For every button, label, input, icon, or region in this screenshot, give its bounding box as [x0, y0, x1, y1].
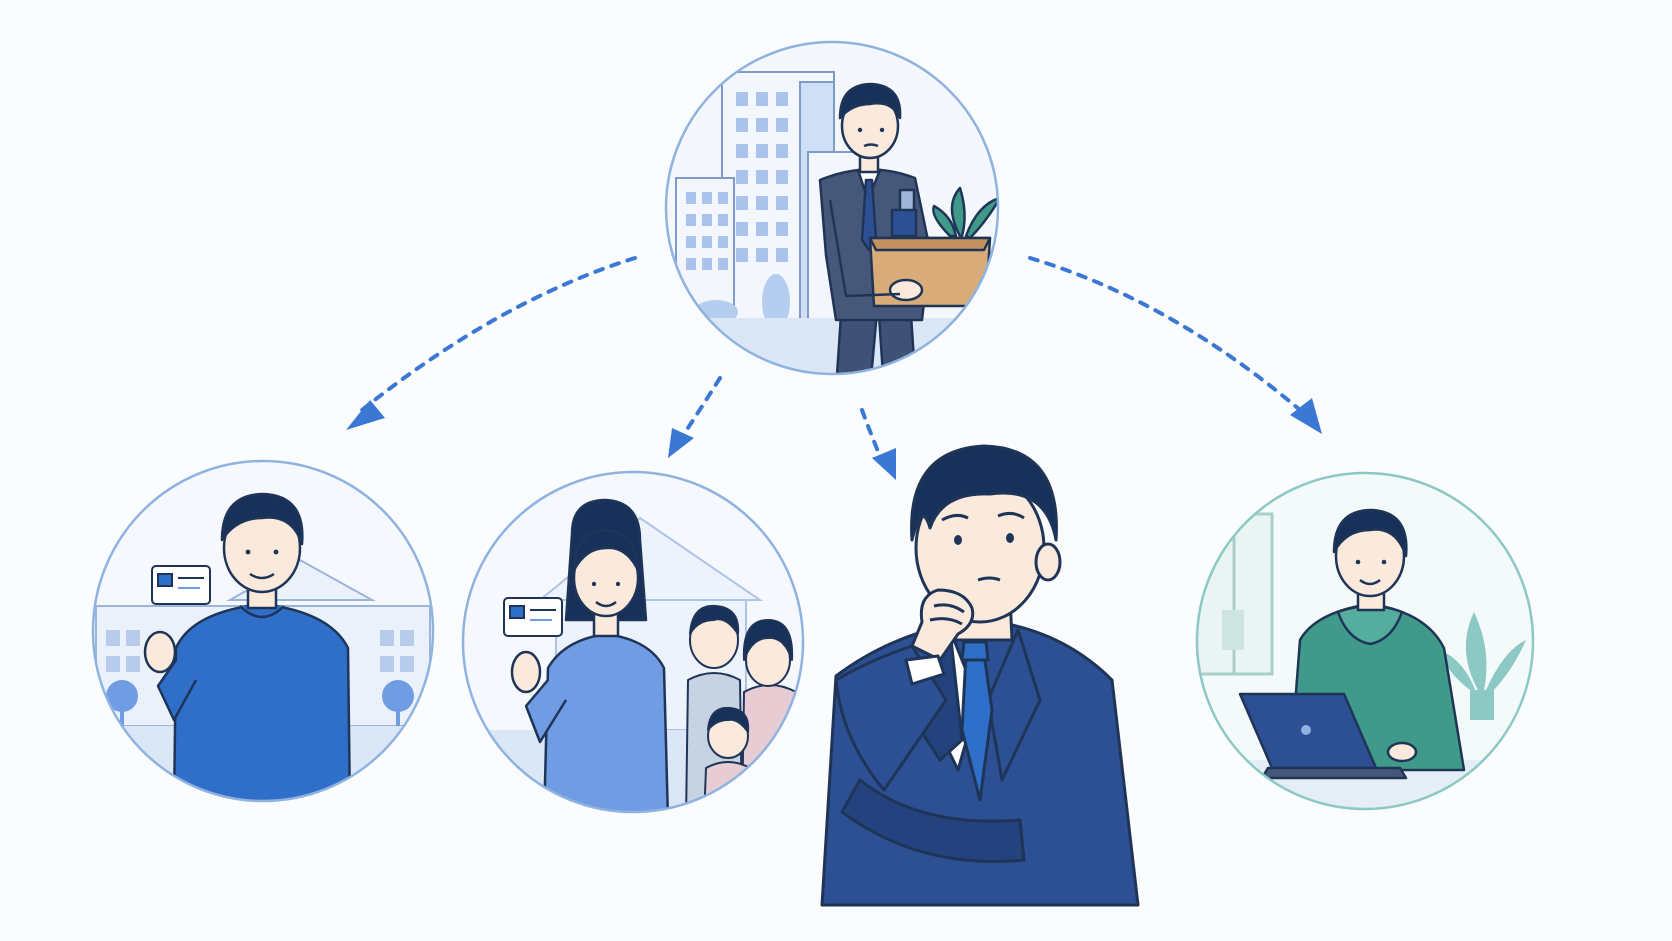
arrow-to-card-man: [360, 256, 637, 412]
arrow-head-laptop: [1290, 398, 1322, 434]
arrow-head-thinker: [872, 448, 896, 480]
office-worker-figure: [818, 82, 998, 374]
arrow-head-card-man: [346, 400, 385, 430]
outcome-thinking-businessman: [820, 444, 1140, 907]
id-card-icon: [503, 597, 563, 637]
id-card-icon: [151, 565, 211, 605]
source-scene-office-departure: [664, 40, 1000, 376]
potted-plant-icon: [932, 186, 998, 240]
outcome-woman-with-family: [461, 470, 805, 814]
laptop-icon: [1238, 692, 1418, 780]
outcome-man-holding-card: [91, 459, 435, 803]
plant-icon: [1440, 612, 1526, 720]
thinker-hair: [910, 444, 1058, 542]
woman-figure: [510, 498, 670, 812]
outcome-man-with-laptop: [1195, 471, 1535, 811]
arrow-to-family: [678, 376, 722, 442]
arrow-to-laptop: [1028, 256, 1302, 412]
arrow-head-family: [668, 428, 694, 458]
card-man-figure: [143, 492, 352, 801]
arrow-heads: [346, 398, 1322, 480]
